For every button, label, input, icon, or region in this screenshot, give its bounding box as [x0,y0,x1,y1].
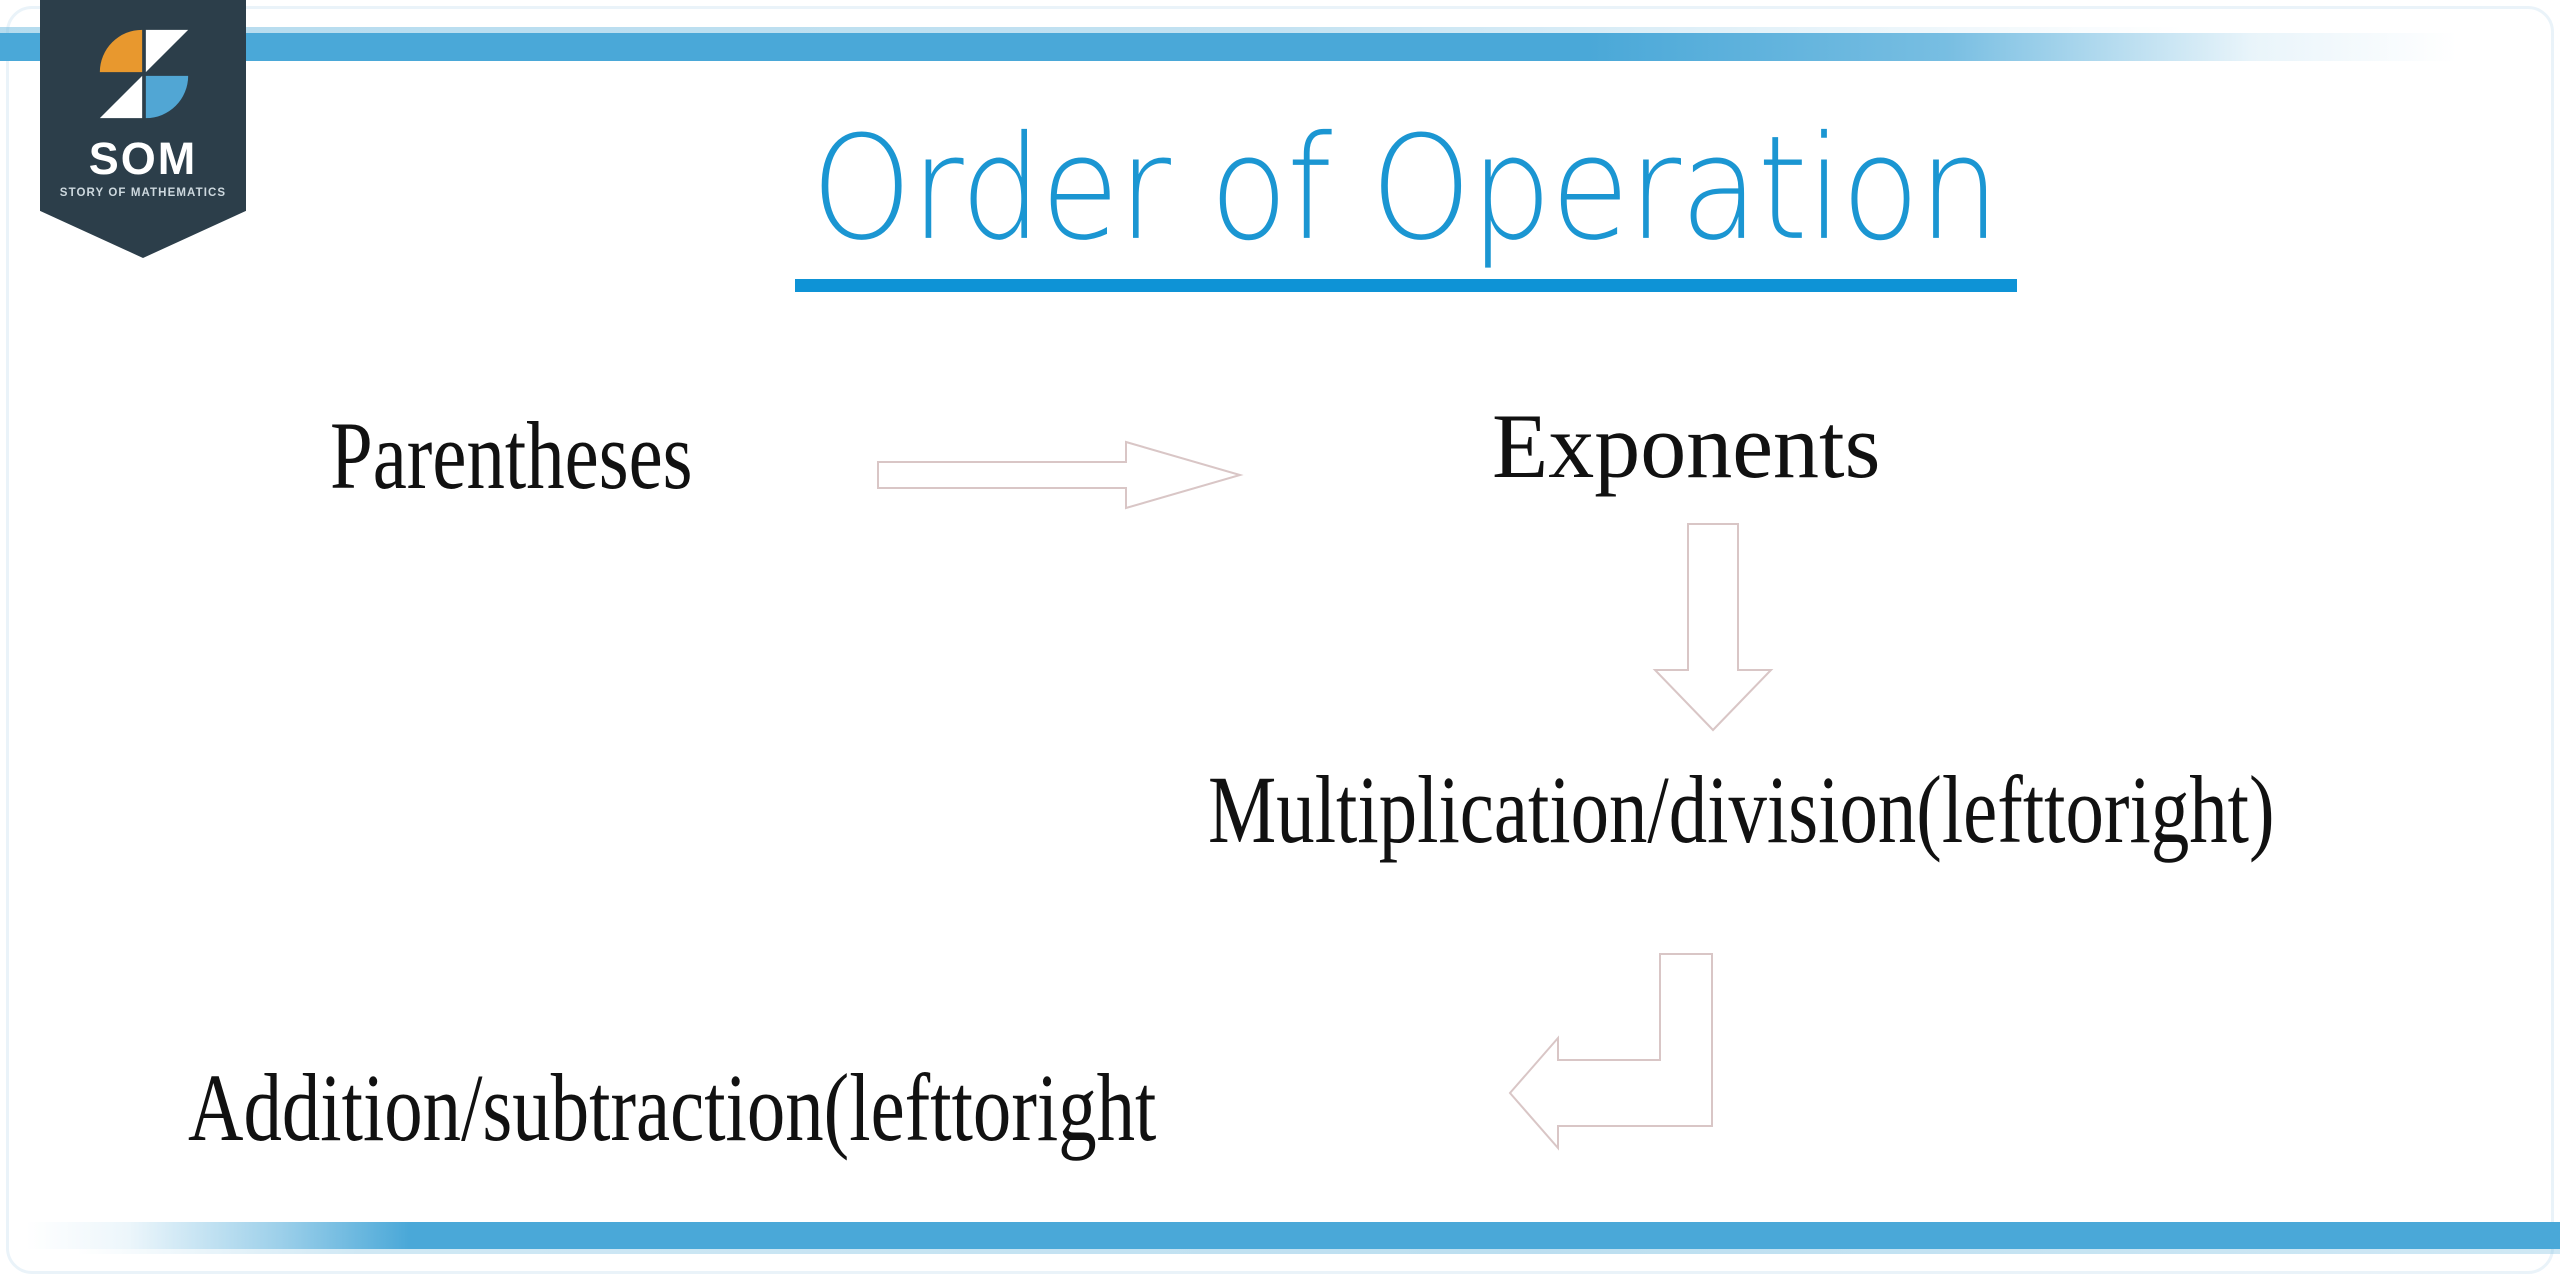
arrow-right-icon [877,440,1244,510]
page-title: Order of Operation [811,105,2000,273]
arrow-down-icon [1652,523,1774,732]
top-accent-thin-bar [0,27,2300,33]
bottom-accent-bar [0,1222,2560,1249]
step-label-addition-subtraction: Addition/subtraction(lefttoright [188,1054,1157,1161]
som-wordmark: SOM [88,133,198,184]
bottom-accent-thin-bar [0,1249,2560,1254]
top-accent-bar [0,33,2560,61]
som-tagline: STORY OF MATHEMATICS [59,187,227,199]
step-label-parentheses: Parentheses [330,402,693,509]
arrow-bent-down-left-icon [1508,953,1713,1151]
step-label-multiplication-division: Multiplication/division(lefttoright) [1208,756,2275,863]
page-title-underline [795,279,2017,292]
som-logo-mark-icon [99,29,189,119]
som-logo-badge: SOM STORY OF MATHEMATICS [40,0,246,258]
step-label-exponents: Exponents [1492,395,1881,497]
